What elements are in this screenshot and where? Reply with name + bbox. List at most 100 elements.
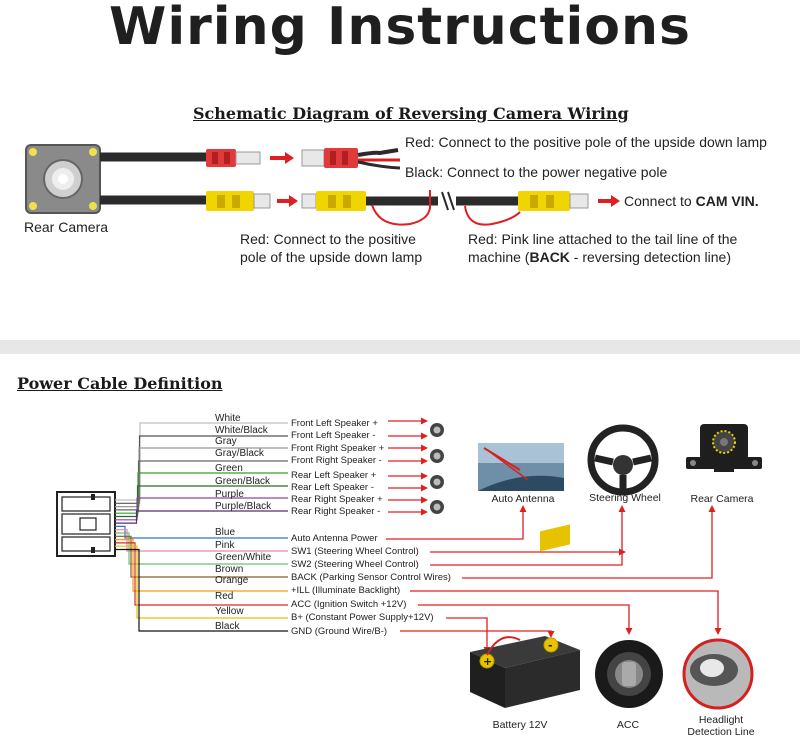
- wire-function-label: Rear Right Speaker +: [291, 494, 383, 505]
- auto-antenna-icon: [478, 443, 564, 491]
- wire-line: [115, 535, 288, 578]
- wire-function-label: Auto Antenna Power: [291, 533, 378, 544]
- wire-function-label: Rear Right Speaker -: [291, 506, 381, 517]
- yellow-rca-male-icon: [301, 191, 366, 211]
- antenna-arrow-line: [386, 512, 524, 540]
- pink-line2-suffix: - reversing detection line): [569, 249, 731, 265]
- wire-color-label: Purple/Black: [215, 501, 272, 512]
- steering-wheel-caption: Steering Wheel: [589, 492, 661, 504]
- svg-text:+: +: [483, 655, 492, 668]
- wire-function-label: Rear Left Speaker +: [291, 470, 377, 481]
- svg-text:-: -: [548, 639, 553, 652]
- gnd-arrow-head: [547, 631, 555, 638]
- wire-color-label: Black: [215, 621, 240, 632]
- wire-line: [115, 435, 288, 504]
- wire-function-label: BACK (Parking Sensor Control Wires): [291, 572, 451, 583]
- speaker-arrow-head: [421, 508, 428, 516]
- wire-function-label: SW2 (Steering Wheel Control): [291, 559, 419, 570]
- wire-color-label: Red: [215, 591, 234, 602]
- red-left-line1: Red: Connect to the positive: [240, 231, 416, 247]
- rear-camera-icon: [25, 144, 101, 214]
- back-arrow-line: [462, 512, 713, 579]
- page-title: Wiring Instructions: [108, 0, 692, 57]
- wire-function-label: SW1 (Steering Wheel Control): [291, 546, 419, 557]
- wire-function-label: +ILL (Illuminate Backlight): [291, 585, 401, 596]
- sw2-arrow-line: [430, 512, 623, 566]
- back-arrow-head: [708, 505, 716, 512]
- wire-line: [115, 532, 288, 565]
- rear-camera-label: Rear Camera: [24, 219, 109, 235]
- ill-arrow-line: [410, 590, 719, 628]
- pink-line1: Red: Pink line attached to the tail line…: [468, 231, 738, 247]
- headlight-caption-line1: Headlight: [698, 714, 744, 726]
- wire-color-label: Brown: [215, 564, 244, 575]
- rear-camera-caption: Rear Camera: [690, 493, 754, 505]
- rear-camera-small-icon: [686, 424, 762, 472]
- wire-color-label: Purple: [215, 489, 244, 500]
- battery-icon: + -: [470, 524, 580, 708]
- headlight-caption: Headlight Detection Line: [686, 714, 756, 738]
- wire-line: [115, 525, 288, 539]
- wire-color-label: Gray: [215, 436, 237, 447]
- ignition-switch-icon: [595, 640, 663, 708]
- power-heading: Power Cable Definition: [17, 374, 223, 393]
- battery-caption: Battery 12V: [492, 719, 548, 731]
- wire-color-label: Gray/Black: [215, 448, 264, 459]
- wire-line: [115, 545, 288, 619]
- wire-color-label: Pink: [215, 540, 235, 551]
- section-divider: [0, 340, 800, 354]
- wire-color-label: White/Black: [215, 425, 268, 436]
- wire-group: [115, 422, 288, 632]
- sw2-arrow-head: [618, 505, 626, 512]
- wire-function-label: Front Right Speaker +: [291, 443, 385, 454]
- wire-function-label: Front Left Speaker +: [291, 418, 378, 429]
- wire-function-label: GND (Ground Wire/B-): [291, 626, 388, 637]
- headlight-caption-line2: Detection Line: [687, 726, 755, 738]
- wire-line: [115, 497, 288, 521]
- wire-color-label: Green/Black: [215, 476, 271, 487]
- wire-color-label: Yellow: [215, 606, 244, 617]
- speaker-arrow-head: [421, 472, 428, 480]
- speaker-arrow-head: [421, 496, 428, 504]
- speaker-arrow-head: [421, 432, 428, 440]
- wire-function-label: ACC (Ignition Switch +12V): [291, 599, 407, 610]
- wire-line: [115, 510, 288, 524]
- wire-color-label: Green: [215, 463, 243, 474]
- ill-arrow-head: [714, 628, 722, 635]
- pink-line2-prefix: machine (: [468, 249, 530, 265]
- wire-color-label: Blue: [215, 527, 236, 538]
- wire-function-label: B+ (Constant Power Supply+12V): [291, 612, 434, 623]
- red-top-label: Red: Connect to the positive pole of the…: [405, 134, 767, 150]
- steering-wheel-icon: [587, 424, 659, 496]
- headlight-icon: [682, 638, 754, 710]
- wire-line: [115, 539, 288, 592]
- gnd-arrow-line: [400, 630, 552, 632]
- speaker-icon-4: [430, 500, 444, 514]
- red-rca-male-icon: [301, 148, 358, 168]
- speaker-arrow-head: [421, 457, 428, 465]
- speaker-icon-1: [430, 423, 444, 437]
- cam-vin-label: Connect to CAM VIN.: [624, 193, 759, 209]
- antenna-arrow-head: [519, 505, 527, 512]
- yellow-rca-female-icon: [206, 191, 271, 211]
- wire-color-label: Green/White: [215, 552, 272, 563]
- bplus-arrow-line: [446, 617, 488, 648]
- acc-arrow-head: [625, 628, 633, 635]
- pink-line2-bold: BACK: [529, 249, 570, 265]
- yellow-rca-right-icon: [518, 191, 589, 211]
- cam-vin-bold: CAM VIN.: [695, 193, 759, 209]
- wire-color-label: Orange: [215, 575, 249, 586]
- speaker-arrow-head: [421, 484, 428, 492]
- wire-function-label: Rear Left Speaker -: [291, 482, 374, 493]
- speaker-icon-2: [430, 449, 444, 463]
- wire-line: [115, 529, 288, 552]
- red-left-label: Red: Connect to the positive pole of the…: [240, 230, 422, 266]
- pink-line-label: Red: Pink line attached to the tail line…: [468, 230, 737, 266]
- wire-line: [115, 542, 288, 606]
- red-left-line2: pole of the upside down lamp: [240, 249, 423, 265]
- cam-vin-prefix: Connect to: [624, 193, 696, 209]
- acc-arrow-line: [418, 604, 630, 628]
- schematic-diagram: [25, 144, 620, 226]
- speaker-arrow-head: [421, 417, 428, 425]
